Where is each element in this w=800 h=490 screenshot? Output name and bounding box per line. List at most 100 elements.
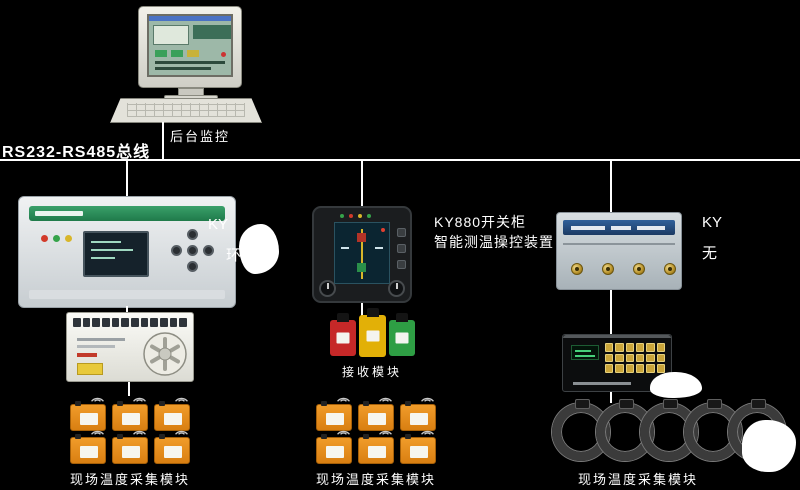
psu-text-line [77,338,125,341]
antenna-connector [571,263,583,275]
left-device-label-line1: KY [208,216,229,233]
screen-block [187,50,199,57]
warning-sticker [77,363,103,375]
nav-down-button [187,261,198,272]
device-brand-mark [35,211,83,216]
wireless-signal-icon [91,430,104,435]
band-text-mark [571,226,605,230]
rack-to-rings-line [610,392,612,403]
display-text-line [575,350,591,352]
antenna-nub [159,434,165,439]
receiver-module-yellow [359,308,386,357]
bus-drop-middle [361,160,363,206]
keyboard-keys [127,103,245,117]
cooling-fan [143,332,187,376]
ring-clasp [663,399,678,409]
screen-window [193,25,231,39]
band-text-mark [637,226,665,230]
computer-to-bus-line [162,122,164,160]
right-field-modules-label: 现场温度采集模块 [577,472,698,487]
module-sticker [410,413,428,425]
photo-artifact-blob [650,372,702,398]
bus-label: RS232-RS485总线 [2,144,151,161]
field-temp-module [70,397,106,431]
antenna-nub [363,434,369,439]
rack-top-edge [563,335,671,338]
status-led-red [41,235,48,242]
screen-block [155,50,167,57]
photo-artifact-blob [239,224,279,274]
field-temp-module [358,430,394,464]
photo-artifact-blob [742,420,796,472]
module-sticker [410,446,428,458]
nav-up-button [187,229,198,240]
screen-row [155,61,225,64]
module-sticker [164,446,182,458]
status-led-yellow [65,235,72,242]
lcd-text-line [91,257,115,259]
module-sticker [326,413,344,425]
antenna-nub [159,401,165,406]
left-field-modules-label: 现场温度采集模块 [69,472,190,487]
bus-drop-left [126,160,128,196]
antenna-connector [602,263,614,275]
module-sticker [122,446,140,458]
backstage-monitoring-label: 后台监控 [170,129,231,144]
module-sticker [368,413,386,425]
lcd-text-line [91,249,133,251]
module-sticker [368,446,386,458]
rack-label-dash [573,382,631,385]
field-temp-module [112,397,148,431]
receiver-group-label: 接收模块 [341,365,402,379]
device-to-receiver-line [361,303,363,316]
antenna-nub [405,401,411,406]
field-temp-module [316,430,352,464]
power-supply-module [66,312,194,382]
indicator-led-row [340,214,371,218]
field-temp-module [316,397,352,431]
enter-button [187,245,198,256]
middle-field-modules-label: 现场温度采集模块 [315,472,436,487]
module-sticker [122,413,140,425]
wireless-temperature-receiver [556,212,682,290]
receiver-clip [366,308,379,317]
antenna-nub [321,401,327,406]
receiver-module-red [330,313,356,356]
lcd-text-line [91,241,121,243]
keyboard [110,98,262,123]
wireless-signal-icon [337,397,350,402]
psu-to-modules-line [128,382,130,396]
left-device-to-psu-line [126,306,128,313]
breaker-open-symbol [357,263,366,272]
connector-grid [605,343,665,373]
screen-titlebar [149,16,231,21]
wireless-signal-icon [337,430,350,435]
field-temp-module [154,397,190,431]
screen-alarm-dot [221,52,226,57]
wireless-signal-icon [91,397,104,402]
module-sticker [80,446,98,458]
lcd-display [83,231,149,277]
screen-tick [375,247,383,249]
receiver-label-sticker [395,332,409,344]
wireless-signal-icon [133,430,146,435]
antenna-connector [633,263,645,275]
wireless-signal-icon [175,397,188,402]
wireless-signal-icon [421,397,434,402]
antenna-nub [117,434,123,439]
rs485-bus-line [0,159,800,161]
diagram-busbar [361,229,363,279]
antenna-nub [75,434,81,439]
screen-block [171,50,183,57]
antenna-nub [363,401,369,406]
bus-drop-right [610,160,612,212]
device-header-strip [29,206,225,221]
antenna-nub [75,401,81,406]
field-temp-module [400,397,436,431]
screen-tick [341,247,349,249]
field-temp-module [358,397,394,431]
side-button-column [397,228,406,269]
field-temp-module [112,430,148,464]
ring-clasp [707,399,722,409]
